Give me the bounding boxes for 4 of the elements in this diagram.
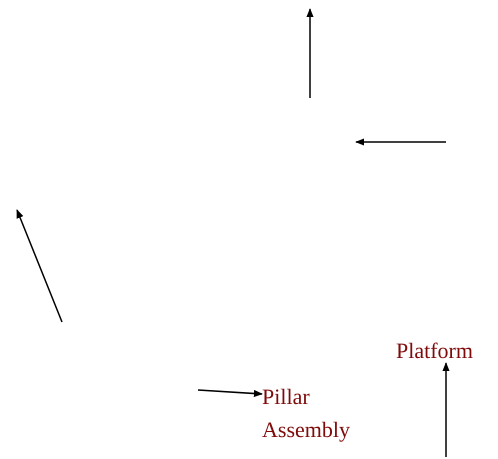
part-label: Pillar Assembly <box>262 380 374 446</box>
part-label: Platform <box>396 334 496 367</box>
arrow <box>442 362 450 457</box>
arrow <box>198 389 263 398</box>
